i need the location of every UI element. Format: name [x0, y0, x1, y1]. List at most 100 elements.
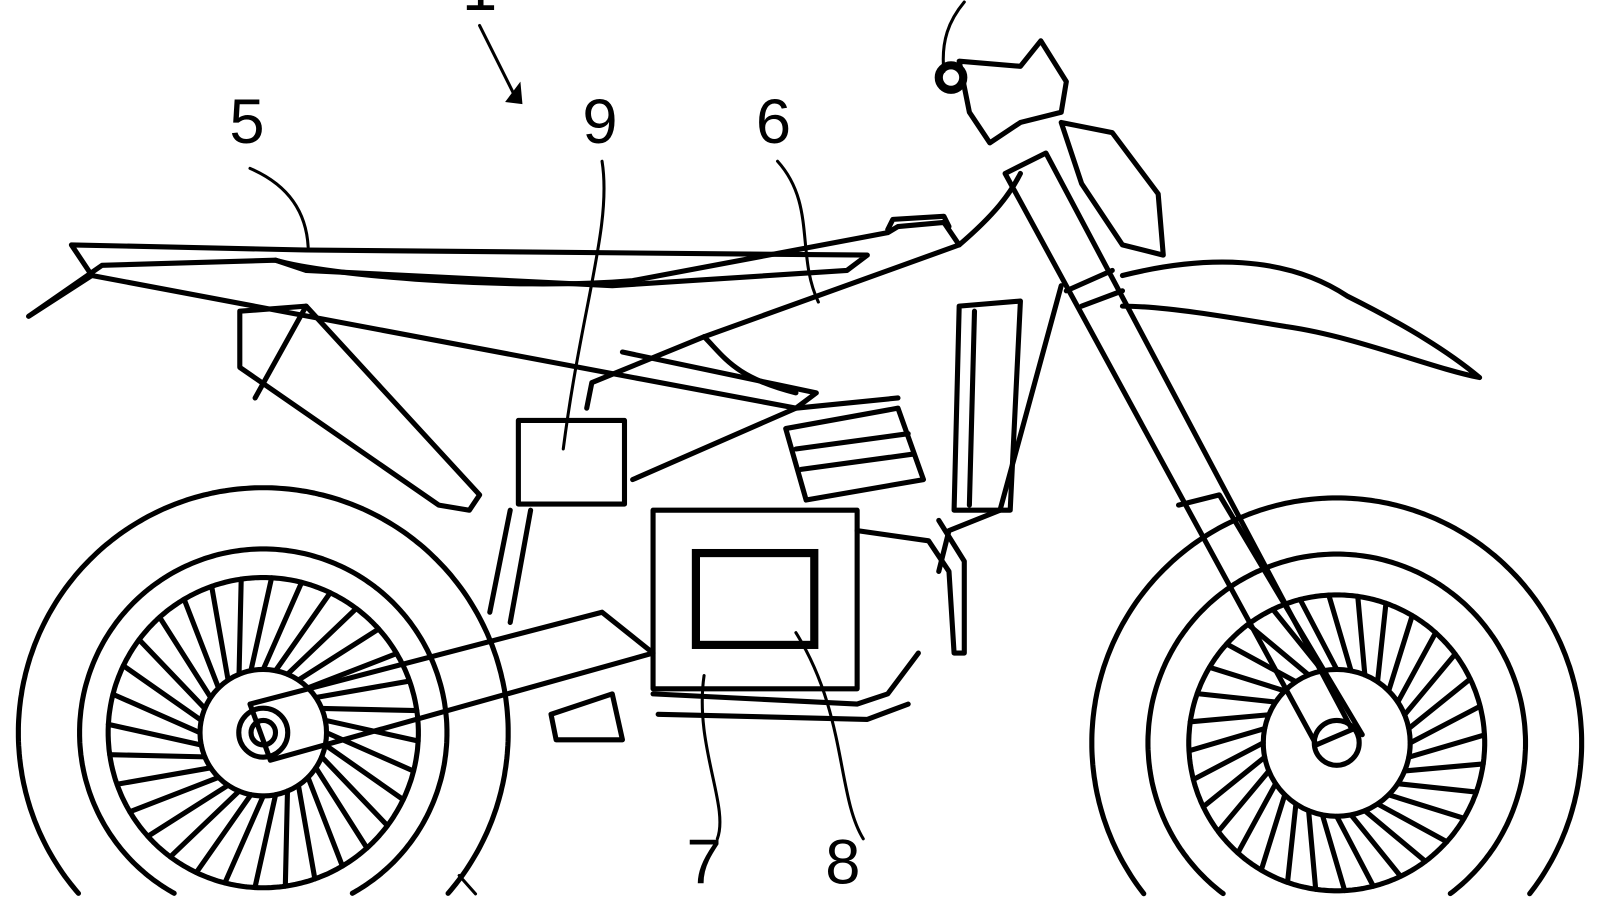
spoke	[1306, 808, 1319, 892]
label-1: 1	[462, 0, 497, 24]
leader-2	[941, 0, 966, 73]
spoke	[248, 575, 275, 674]
spoke	[1235, 781, 1279, 856]
leader-x	[457, 873, 478, 896]
spoke	[313, 765, 370, 851]
spoke	[157, 614, 214, 701]
spoke	[319, 705, 420, 714]
leader-8	[794, 631, 865, 841]
spoke	[1224, 641, 1299, 685]
leader-1-arrow	[478, 23, 517, 99]
spoke	[127, 774, 222, 815]
spoke	[136, 637, 208, 711]
spoke	[1297, 596, 1340, 672]
spoke	[284, 605, 359, 677]
footpeg	[548, 691, 625, 743]
spoke	[1402, 761, 1486, 774]
label-7: 7	[686, 828, 721, 898]
exhaust	[237, 303, 483, 513]
spoke	[322, 742, 406, 803]
label-6: 6	[756, 87, 791, 157]
spoke	[193, 792, 254, 876]
spoke	[1348, 812, 1404, 879]
spoke	[1402, 651, 1458, 718]
spoke	[110, 691, 203, 736]
spoke	[1386, 613, 1415, 694]
spoke	[260, 579, 305, 672]
spoke	[295, 782, 318, 882]
frame-tube-2	[701, 334, 799, 396]
spoke	[1334, 813, 1376, 889]
spoke	[167, 788, 242, 860]
rear-axle	[236, 705, 291, 760]
front-axle	[1311, 717, 1362, 768]
spoke	[252, 792, 279, 891]
radiator	[951, 298, 1023, 513]
label-8: 8	[825, 828, 860, 898]
fork-lower	[1063, 267, 1365, 738]
spoke	[305, 774, 345, 869]
lower-cradle	[650, 650, 921, 722]
spoke	[313, 678, 413, 701]
spoke	[295, 626, 382, 683]
rear-axle-inner	[248, 717, 279, 748]
downtube	[936, 283, 1064, 574]
spoke	[1406, 732, 1488, 760]
spoke	[1375, 801, 1450, 845]
spoke	[105, 721, 204, 748]
leader-6	[776, 159, 820, 304]
spoke	[145, 782, 231, 839]
spoke	[1395, 781, 1479, 795]
leader-7	[700, 673, 722, 841]
spoke	[1200, 754, 1268, 810]
arrow-head-1	[505, 81, 523, 105]
spoke	[273, 590, 333, 674]
spoke	[282, 788, 291, 889]
spoke	[305, 650, 400, 691]
spoke	[1386, 792, 1467, 821]
front-rim	[1145, 551, 1529, 897]
side-panel	[89, 272, 819, 411]
label-9: 9	[582, 87, 617, 157]
frame-rear-tube	[487, 395, 901, 625]
front-spokes	[1186, 592, 1488, 894]
rear-wheel	[15, 485, 511, 896]
spoke	[1395, 630, 1439, 705]
tank-cap	[885, 213, 952, 233]
leader-9	[561, 159, 606, 451]
spoke	[319, 754, 390, 829]
spoke	[107, 752, 208, 760]
spoke	[1355, 593, 1368, 678]
spoke	[181, 596, 222, 691]
engine-head	[783, 405, 927, 503]
spoke	[1319, 812, 1348, 894]
rear-fender	[26, 242, 870, 319]
spoke	[1186, 725, 1268, 754]
spoke	[1190, 740, 1266, 783]
exhaust-line	[252, 303, 309, 401]
spoke	[1375, 600, 1389, 685]
component-9-box	[515, 417, 628, 507]
spoke	[1362, 808, 1428, 864]
front-rim-inner	[1186, 592, 1488, 894]
component-8-box	[691, 548, 819, 649]
spoke	[1284, 801, 1299, 885]
handlebar-grip	[934, 61, 968, 94]
spoke	[209, 583, 231, 683]
spoke	[222, 793, 266, 886]
seat	[272, 219, 962, 287]
rear-rim	[77, 546, 450, 896]
number-plate	[1058, 119, 1166, 258]
main-frame	[584, 170, 1023, 411]
label-5: 5	[229, 87, 264, 157]
spoke	[1326, 592, 1354, 674]
rear-tire	[15, 485, 511, 896]
spoke	[1206, 664, 1288, 694]
spoke	[236, 576, 244, 677]
spoke	[1407, 703, 1483, 746]
spoke	[120, 663, 204, 723]
spoke	[1194, 691, 1279, 705]
leader-5	[248, 166, 310, 249]
front-fork	[1002, 150, 1355, 748]
